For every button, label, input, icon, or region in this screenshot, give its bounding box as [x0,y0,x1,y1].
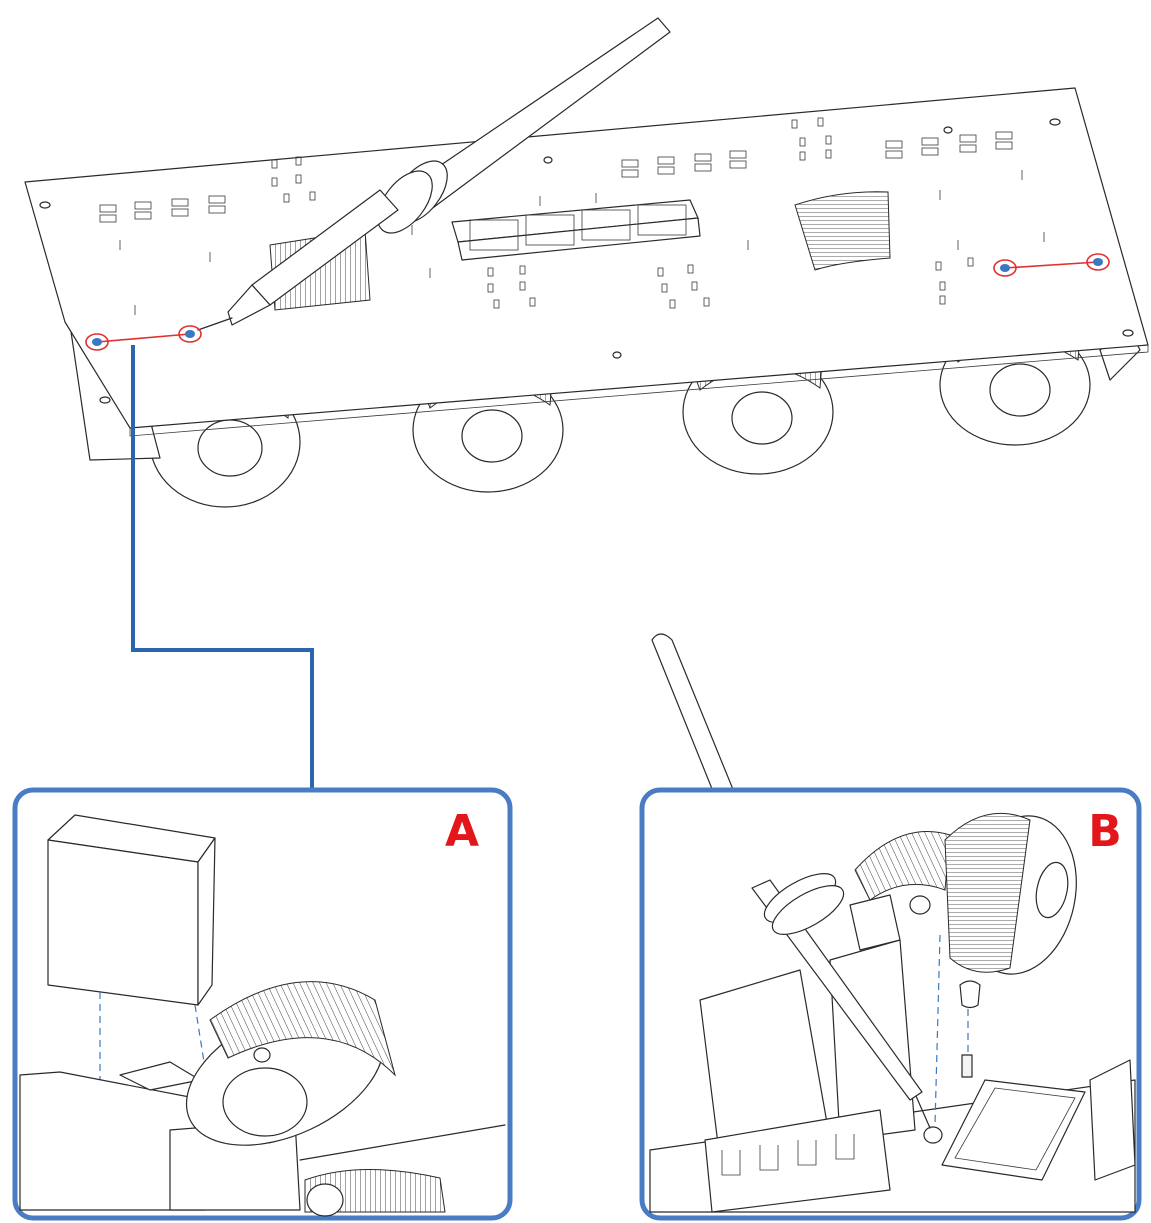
callout-leader-line [131,345,314,792]
smd-pads [99,131,1013,223]
detail-a-illustration [19,814,506,1217]
detail-label-a: A [445,806,479,857]
wire-jumper-left [85,325,202,351]
mounting-holes [39,118,1134,404]
detail-label-b: B [1088,806,1122,857]
detail-b-illustration [649,812,1136,1213]
soldering-iron-top [197,17,671,331]
detail-panel-b: B [639,633,1142,1221]
detail-panel-a: A [12,787,513,1221]
circuit-board-assembly [24,17,1149,508]
power-module [451,199,701,261]
pcb-plate [24,87,1149,429]
board-coil-right [794,191,891,271]
component-pins [119,117,1045,315]
wire-jumper-right [993,253,1110,277]
